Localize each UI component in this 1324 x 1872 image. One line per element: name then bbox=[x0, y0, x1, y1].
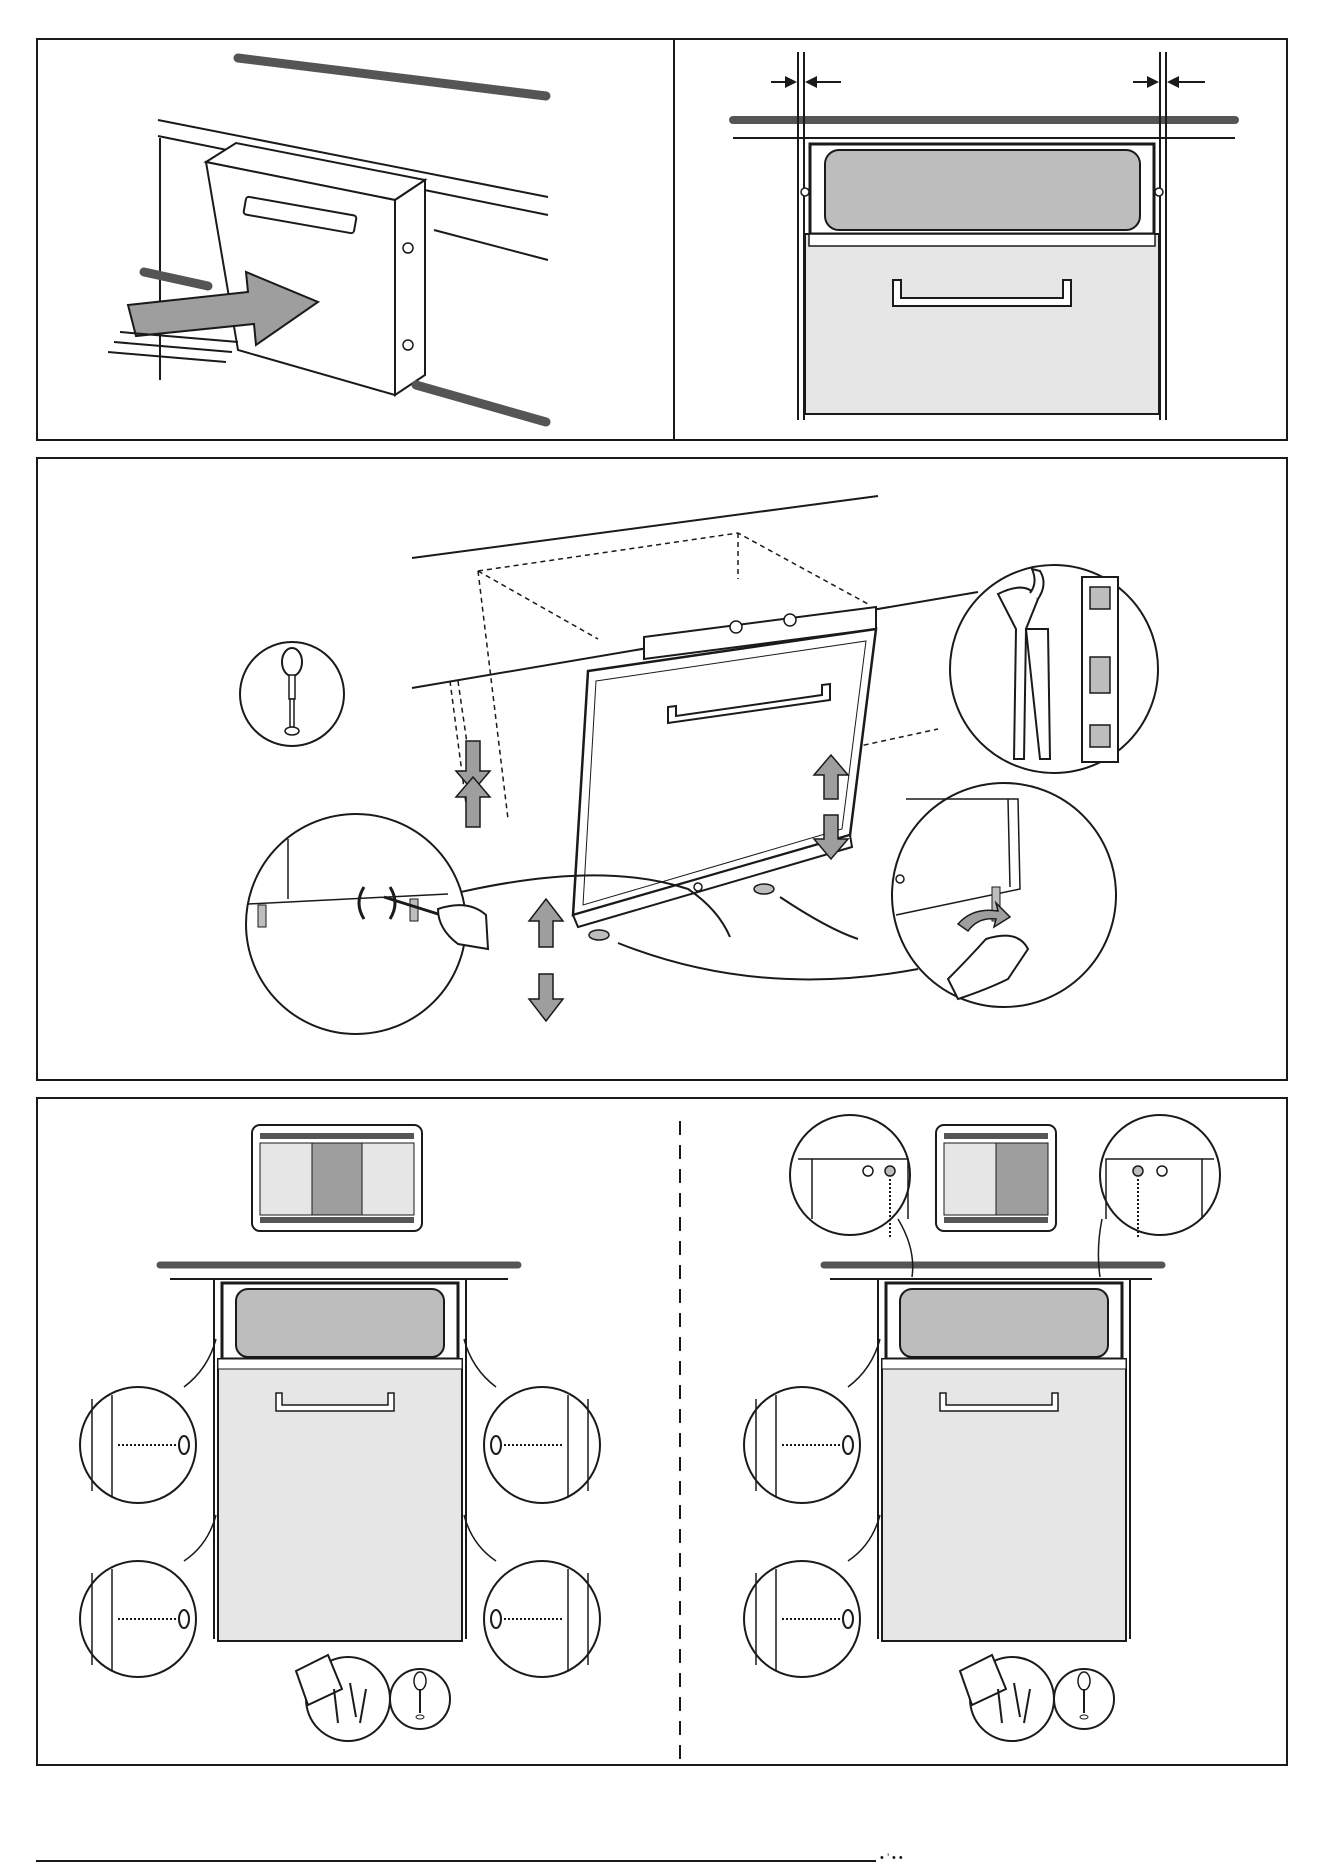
panel-gap-check bbox=[673, 38, 1288, 441]
footer-mark: • ’ • • bbox=[880, 1852, 903, 1864]
up-down-arrow-icon bbox=[529, 899, 563, 1021]
panel-fixing bbox=[36, 1097, 1288, 1766]
screw-detail-bottom-left bbox=[80, 1515, 216, 1677]
panel-slide-in bbox=[36, 38, 674, 441]
gap-arrow-icon bbox=[771, 76, 841, 88]
gap-check-illustration bbox=[675, 40, 1288, 441]
left-foot-detail bbox=[246, 814, 488, 1034]
slide-in-illustration bbox=[38, 40, 674, 441]
screw-bag-icon bbox=[296, 1655, 390, 1741]
screw-bag-icon bbox=[960, 1655, 1054, 1741]
gap-arrow-icon bbox=[1133, 76, 1205, 88]
right-foot-detail bbox=[892, 783, 1116, 1007]
screw-detail-top-left-bracket bbox=[790, 1115, 910, 1239]
panel-levelling bbox=[36, 457, 1288, 1081]
cabinet-thumbnail bbox=[252, 1125, 422, 1231]
up-down-arrow-icon bbox=[456, 741, 490, 827]
screw-detail-top-right-bracket bbox=[1100, 1115, 1220, 1239]
levelling-illustration bbox=[38, 459, 1288, 1081]
worktop-edge bbox=[238, 58, 546, 96]
screwdriver-icon bbox=[390, 1669, 450, 1729]
screw-detail-top-left bbox=[80, 1339, 216, 1503]
screw-detail-right-side-top bbox=[744, 1339, 880, 1503]
spirit-level-icon bbox=[1082, 577, 1118, 762]
fixing-illustration bbox=[38, 1099, 1288, 1766]
screw-detail-top-right bbox=[464, 1339, 600, 1503]
screw-detail-bottom-right bbox=[464, 1515, 600, 1677]
screwdriver-icon bbox=[1054, 1669, 1114, 1729]
appliance-door bbox=[206, 143, 425, 395]
tools-detail bbox=[950, 565, 1158, 773]
screw-detail-right-side-bottom bbox=[744, 1515, 880, 1677]
footer-rule bbox=[36, 1860, 876, 1862]
cabinet-thumbnail bbox=[936, 1125, 1056, 1231]
screwdriver-icon bbox=[240, 642, 344, 746]
